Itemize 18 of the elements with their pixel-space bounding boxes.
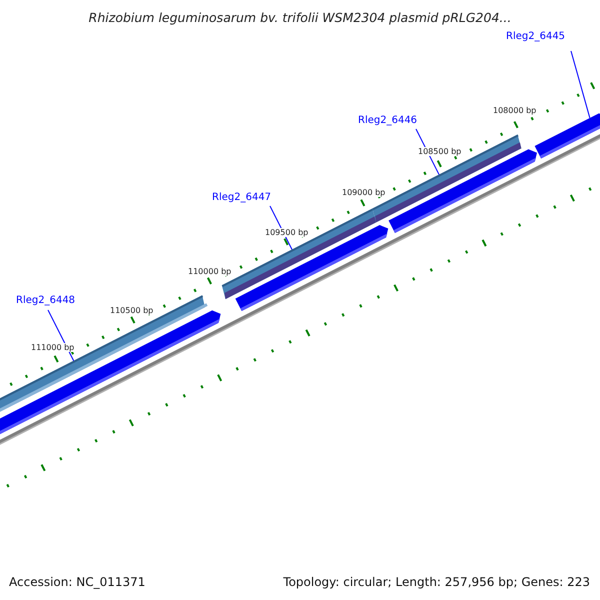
scale-label: 109500 bp xyxy=(265,228,308,237)
gene-bar xyxy=(534,113,600,158)
scale-label: 109000 bp xyxy=(342,188,386,197)
leader-line xyxy=(570,50,590,118)
scale-label: 108500 bp xyxy=(418,147,462,156)
gene-label: Rleg2_6447 xyxy=(212,192,272,203)
gene-label: Rleg2_6445 xyxy=(506,31,566,42)
scale-label: 108000 bp xyxy=(493,106,536,115)
gene-bar xyxy=(235,225,388,312)
scale-label: 110000 bp xyxy=(188,267,232,276)
gene-bar xyxy=(388,149,537,233)
accession-text: Accession: NC_011371 xyxy=(9,575,146,589)
title: Rhizobium leguminosarum bv. trifolii WSM2304 plasmid pRLG204... xyxy=(88,10,512,25)
gene-label: Rleg2_6446 xyxy=(358,115,418,126)
scale-label: 111000 bp xyxy=(31,343,74,352)
topology-text: Topology: circular; Length: 257,956 bp; Genes: 223 xyxy=(283,575,590,589)
scale-label: 110500 bp xyxy=(110,306,154,315)
gene-label: Rleg2_6448 xyxy=(16,295,76,306)
